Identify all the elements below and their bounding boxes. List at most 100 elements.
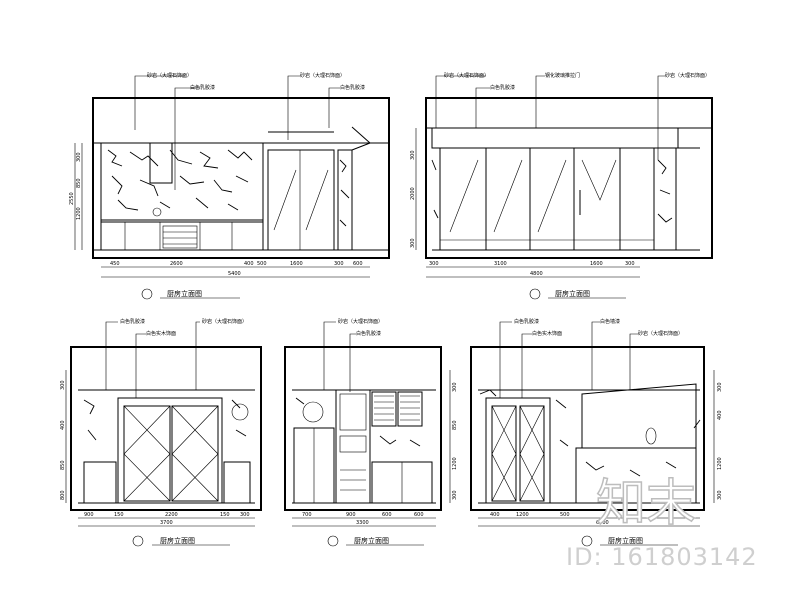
elevation-b-callout-1: 砂岩（大理石饰面） [444, 72, 489, 79]
tall-cabinet [485, 397, 551, 504]
elevation-c-hdim-2: 400 [60, 420, 66, 430]
glass-cabinet-1 [371, 391, 397, 427]
elevation-c-callout-2: 白色实木饰面 [146, 330, 176, 337]
elevation-c-dim-5: 300 [240, 512, 250, 518]
elevation-e-frame [470, 346, 705, 511]
elevation-d-mark [327, 535, 339, 547]
plant-decor [302, 401, 324, 423]
elevation-b-mark [529, 288, 541, 300]
elevation-a-title: 厨房立面图 [167, 289, 202, 298]
watermark-logo: 知末 [595, 473, 697, 528]
elevation-a: 砂岩（大理石饰面） 白色乳胶漆 砂岩（大理石饰面） 白色乳胶漆 450 2600… [69, 72, 390, 300]
elevation-b-callout-3: 钢化玻璃推拉门 [545, 72, 580, 79]
elevation-e-dim-3: 500 [560, 512, 570, 518]
elevation-a-dim-6: 300 [334, 261, 344, 267]
stone-wall-panel [100, 142, 264, 251]
elevation-d-dim-3: 600 [382, 512, 392, 518]
elevation-c-dim-3: 2200 [165, 512, 178, 518]
elevation-a-htotal: 2550 [69, 192, 75, 205]
elevation-e-callout-2: 白色实木饰面 [532, 330, 562, 337]
tall-cabinet [117, 397, 223, 504]
elevation-b-hdim-3: 300 [410, 238, 416, 248]
elevation-a-hdim-2: 850 [76, 178, 82, 188]
elevation-b-dim-3: 1600 [590, 261, 603, 267]
bench-seat [575, 447, 697, 504]
elevation-e-hdim-4: 300 [717, 490, 723, 500]
elevation-d-dim-4: 600 [414, 512, 424, 518]
elevation-d-title: 厨房立面图 [354, 536, 389, 545]
elevation-a-dim-1: 450 [110, 261, 120, 267]
range-hood [149, 142, 173, 184]
bulkhead [431, 127, 679, 149]
elevation-d: 砂岩（大理石饰面） 白色乳胶漆 700 900 600 600 3300 300… [284, 318, 458, 547]
elevation-e-callout-4: 砂岩（大理石饰面） [638, 330, 683, 337]
elevation-c-hdim-1: 300 [60, 380, 66, 390]
elevation-b: 砂岩（大理石饰面） 白色乳胶漆 钢化玻璃推拉门 砂岩（大理石饰面） 300 31… [410, 72, 713, 300]
watermark-logo-text: 知末 [596, 474, 696, 528]
elevation-a-frame [92, 97, 390, 259]
elevation-b-dim-1: 300 [429, 261, 439, 267]
elevation-b-total: 4800 [530, 271, 543, 277]
elevation-b-hdim-1: 300 [410, 150, 416, 160]
elevation-d-callout-2: 白色乳胶漆 [356, 330, 381, 337]
oven-tower [335, 389, 371, 504]
elevation-c-dim-1: 900 [84, 512, 94, 518]
elevation-b-dim-4: 300 [625, 261, 635, 267]
elevation-e-hdim-1: 300 [717, 382, 723, 392]
glass-partition [267, 149, 335, 251]
elevation-a-mark [141, 288, 153, 300]
elevation-d-total: 3300 [356, 520, 369, 526]
elevation-e-dim-1: 400 [490, 512, 500, 518]
elevation-d-hdim-3: 1200 [452, 457, 458, 470]
elevation-e-dim-2: 1200 [516, 512, 529, 518]
elevation-d-dim-1: 700 [302, 512, 312, 518]
elevation-d-frame [284, 346, 442, 511]
elevation-c-total: 3700 [160, 520, 173, 526]
elevation-c: 白色乳胶漆 白色实木饰面 砂岩（大理石饰面） 900 150 2200 150 … [60, 318, 262, 547]
elevation-a-dim-4: 500 [257, 261, 267, 267]
elevation-b-callout-4: 砂岩（大理石饰面） [665, 72, 710, 79]
elevation-b-dim-2: 3100 [494, 261, 507, 267]
elevation-e-hdim-2: 400 [717, 410, 723, 420]
elevation-a-dim-5: 1600 [290, 261, 303, 267]
elevation-c-hdim-3: 850 [60, 460, 66, 470]
elevation-c-dim-4: 150 [220, 512, 230, 518]
elevation-a-hdim-1: 300 [76, 152, 82, 162]
glass-cabinet-2 [397, 391, 423, 427]
elevation-c-callout-1: 白色乳胶漆 [120, 318, 145, 325]
wall-mirror [581, 383, 697, 449]
elevation-d-callout-1: 砂岩（大理石饰面） [338, 318, 383, 325]
plant-decor [231, 403, 249, 421]
elevation-d-hdim-2: 850 [452, 420, 458, 430]
elevation-a-callout-2: 白色乳胶漆 [190, 84, 215, 91]
elevation-c-frame [70, 346, 262, 511]
elevation-b-title: 厨房立面图 [555, 289, 590, 298]
elevation-e-mark [581, 535, 593, 547]
elevation-c-dim-2: 150 [114, 512, 124, 518]
elevation-a-total: 5400 [228, 271, 241, 277]
elevation-c-mark [132, 535, 144, 547]
elevation-c-hdim-4: 800 [60, 490, 66, 500]
elevation-a-dim-3: 400 [244, 261, 254, 267]
elevation-e-callout-3: 白色墙漆 [600, 318, 620, 325]
elevation-e: 白色乳胶漆 白色实木饰面 白色墙漆 砂岩（大理石饰面） 400 1200 500… [470, 318, 723, 547]
elevation-b-hdim-2: 2000 [410, 187, 416, 200]
elevation-a-callout-3: 砂岩（大理石饰面） [300, 72, 345, 79]
elevation-b-callout-2: 白色乳胶漆 [490, 84, 515, 91]
elevation-d-hdim-4: 300 [452, 490, 458, 500]
elevation-e-total: 6500 [596, 520, 609, 526]
watermark-id: ID: 161803142 [566, 543, 758, 571]
elevation-e-title: 厨房立面图 [608, 536, 643, 545]
base-cabinets [100, 221, 264, 251]
elevation-a-callout-4: 白色乳胶漆 [340, 84, 365, 91]
oven [162, 225, 198, 249]
elevation-c-callout-3: 砂岩（大理石饰面） [202, 318, 247, 325]
elevation-b-frame [425, 97, 713, 259]
elevation-e-callout-1: 白色乳胶漆 [514, 318, 539, 325]
elevation-a-callout-1: 砂岩（大理石饰面） [147, 72, 192, 79]
elevation-d-dim-2: 900 [346, 512, 356, 518]
elevation-c-title: 厨房立面图 [160, 536, 195, 545]
elevation-a-hdim-3: 1200 [76, 207, 82, 220]
elevation-e-hdim-3: 1200 [717, 457, 723, 470]
